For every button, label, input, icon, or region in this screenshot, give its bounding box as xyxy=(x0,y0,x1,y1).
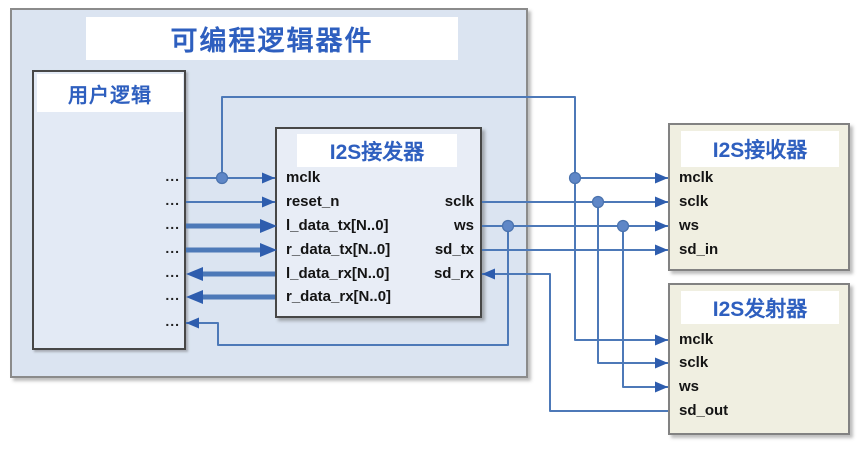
arrow-rx-sclk-icon xyxy=(655,196,668,208)
rx-port-mclk: mclk xyxy=(679,169,714,186)
port-sd-rx: sd_rx xyxy=(433,265,474,282)
arrow-tx-mclk-icon xyxy=(655,334,668,346)
junction-ws-transmitter-branch xyxy=(616,219,630,233)
port-ws: ws xyxy=(453,217,474,234)
wire-ws-to-transmitter xyxy=(622,226,668,388)
rx-port-sd-in: sd_in xyxy=(679,241,719,258)
user-logic-title: 用户逻辑 xyxy=(37,74,183,112)
user-logic-row-label: ... xyxy=(165,216,180,232)
i2s-transceiver-title: I2S接发器 xyxy=(297,134,457,167)
wire-sclk-to-transmitter xyxy=(597,202,668,364)
tx-port-ws: ws xyxy=(679,378,700,395)
arrow-rx-mclk-icon xyxy=(655,172,668,184)
rx-port-sclk: sclk xyxy=(679,193,709,210)
arrow-rx-sd-in-icon xyxy=(655,244,668,256)
user-logic-row-label: ... xyxy=(165,287,180,303)
arrow-tx-ws-icon xyxy=(655,381,668,393)
arrow-tx-sclk-icon xyxy=(655,357,668,369)
i2s-transmitter-title: I2S发射器 xyxy=(681,291,839,324)
port-reset-n: reset_n xyxy=(286,193,340,210)
plc-title: 可编程逻辑器件 xyxy=(86,17,458,60)
junction-mclk-branch xyxy=(568,171,582,185)
user-logic-row-label: ... xyxy=(165,240,180,256)
tx-port-sd-out: sd_out xyxy=(679,402,729,419)
user-logic-row-label: ... xyxy=(165,168,180,184)
user-logic-row-label: ... xyxy=(165,264,180,280)
port-sclk: sclk xyxy=(444,193,474,210)
junction-sclk-branch xyxy=(591,195,605,209)
user-logic-row-label: ... xyxy=(165,313,180,329)
arrow-rx-ws-icon xyxy=(655,220,668,232)
user-logic-row-label: ... xyxy=(165,192,180,208)
tx-port-mclk: mclk xyxy=(679,331,714,348)
rx-port-ws: ws xyxy=(679,217,700,234)
tx-port-sclk: sclk xyxy=(679,354,709,371)
port-mclk: mclk xyxy=(286,169,321,186)
port-sd-tx: sd_tx xyxy=(434,241,474,258)
port-r-data-rx: r_data_rx[N..0] xyxy=(286,288,392,305)
i2s-receiver-title: I2S接收器 xyxy=(681,131,839,167)
user-logic-box xyxy=(32,70,186,350)
